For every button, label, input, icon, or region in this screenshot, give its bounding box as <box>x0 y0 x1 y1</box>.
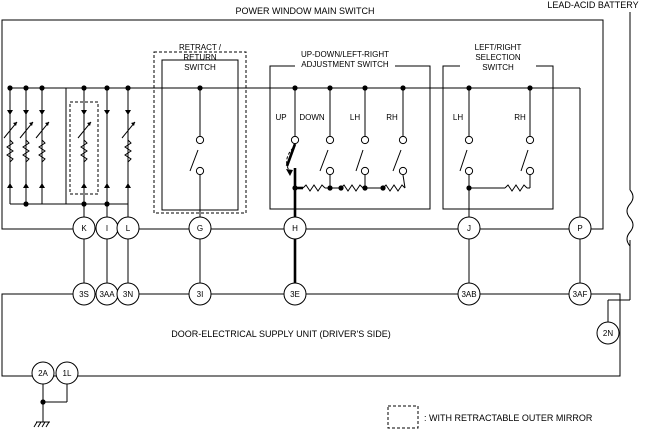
adjust-lh-label: LH <box>350 113 360 122</box>
select-rh-label: RH <box>514 113 526 122</box>
supply-unit-title: DOOR-ELECTRICAL SUPPLY UNIT (DRIVER'S SI… <box>171 329 390 339</box>
ground-section: 2A 1L <box>31 361 79 428</box>
terminal-g: G <box>197 224 203 233</box>
terminal-3af: 3AF <box>573 290 588 299</box>
retract-return-switch: RETRACT / RETURN SWITCH <box>153 43 247 217</box>
adjust-label-1: UP-DOWN/LEFT-RIGHT <box>301 50 389 59</box>
retract-label-2: RETURN <box>183 53 217 62</box>
select-label-1: LEFT/RIGHT <box>475 43 522 52</box>
terminal-3s: 3S <box>79 290 89 299</box>
terminal-2n: 2N <box>603 329 613 338</box>
terminal-3ab: 3AB <box>461 290 476 299</box>
terminal-1l: 1L <box>63 369 72 378</box>
adjust-up-label: UP <box>275 113 286 122</box>
adjust-label-2: ADJUSTMENT SWITCH <box>301 60 389 69</box>
terminal-3aa: 3AA <box>99 290 115 299</box>
battery-title: LEAD-ACID BATTERY <box>547 0 638 10</box>
harness-wires <box>83 239 581 286</box>
adjustment-switch: UP-DOWN/LEFT-RIGHT ADJUSTMENT SWITCH UP … <box>269 50 431 217</box>
supply-unit-frame <box>1 293 621 377</box>
terminal-l: L <box>126 224 131 233</box>
legend: : WITH RETRACTABLE OUTER MIRROR <box>387 405 593 429</box>
main-terminals: K I L G H J P <box>72 216 592 240</box>
main-switch-title: POWER WINDOW MAIN SWITCH <box>236 6 375 16</box>
battery-line <box>607 12 634 322</box>
terminal-j: J <box>467 224 471 233</box>
select-label-3: SWITCH <box>482 63 514 72</box>
terminal-3i: 3I <box>197 290 204 299</box>
unit-terminals: 3S 3AA 3N 3I 3E 3AB 3AF 2N <box>72 282 620 345</box>
selection-switch: LEFT/RIGHT SELECTION SWITCH LH RH <box>442 40 554 217</box>
terminal-2a: 2A <box>38 369 48 378</box>
mirror-sensor-block <box>3 85 136 217</box>
terminal-3e: 3E <box>290 290 300 299</box>
retract-label-3: SWITCH <box>184 63 216 72</box>
terminal-i: I <box>106 224 108 233</box>
select-label-2: SELECTION <box>475 53 521 62</box>
adjust-rh-label: RH <box>386 113 398 122</box>
legend-dashed-box <box>387 405 419 429</box>
retract-label-1: RETRACT / <box>179 43 222 52</box>
terminal-3n: 3N <box>123 290 133 299</box>
terminal-k: K <box>81 224 87 233</box>
legend-text: : WITH RETRACTABLE OUTER MIRROR <box>424 413 593 423</box>
select-lh-label: LH <box>453 113 463 122</box>
terminal-p: P <box>577 224 582 233</box>
terminal-h: H <box>292 224 298 233</box>
adjust-down-label: DOWN <box>299 113 325 122</box>
